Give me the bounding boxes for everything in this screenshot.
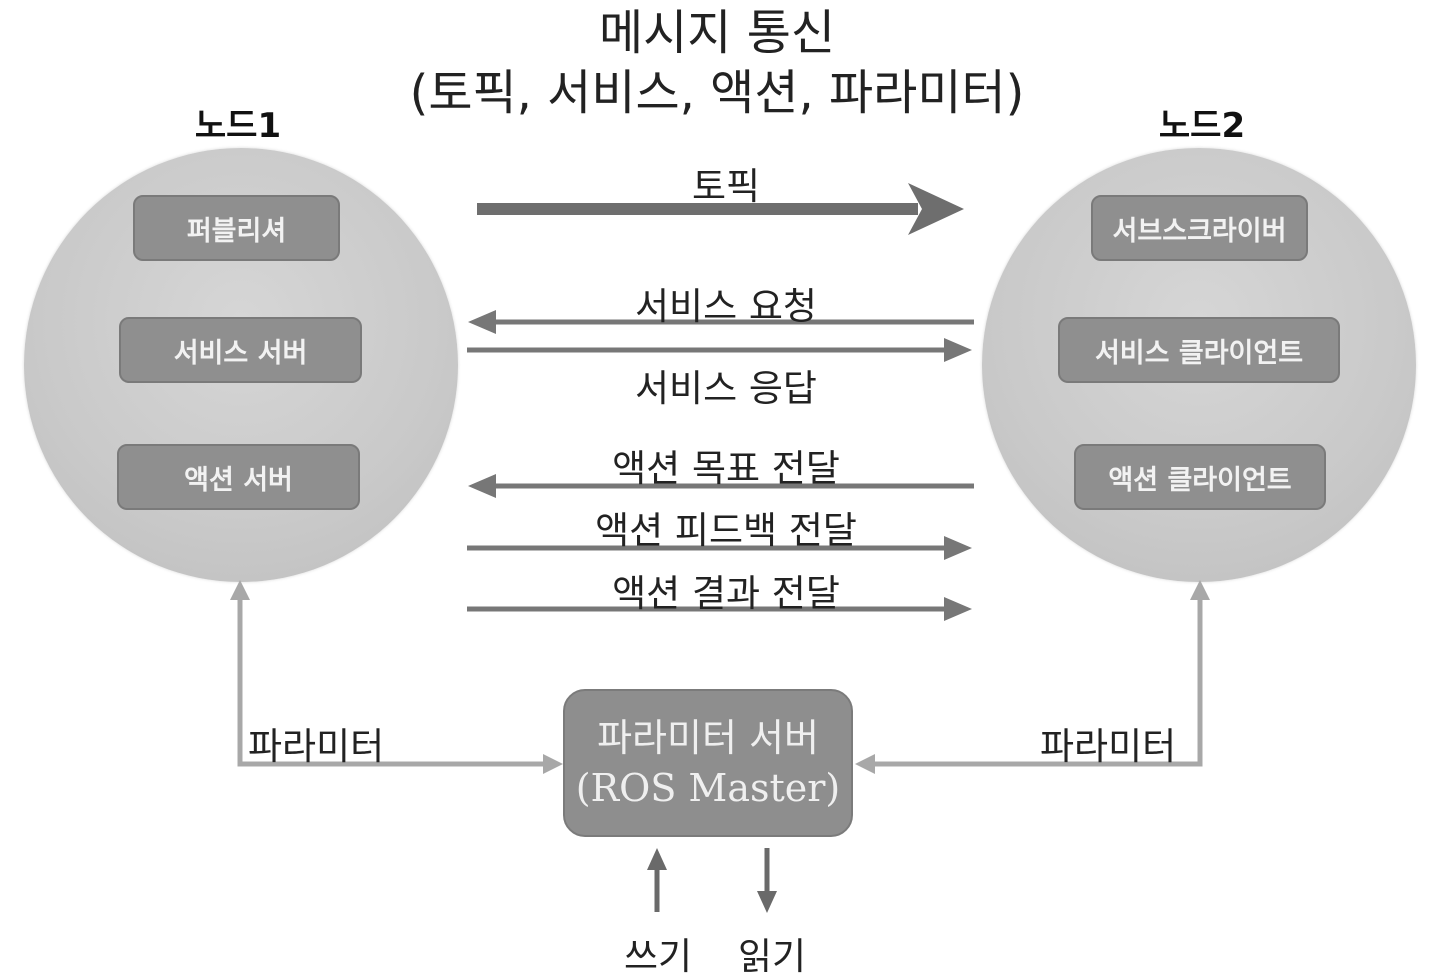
action-goal-arrow bbox=[468, 474, 974, 498]
subscriber-box: 서브스크라이버 bbox=[1091, 195, 1308, 261]
action-result-label: 액션 결과 전달 bbox=[612, 572, 840, 615]
service-response-label: 서비스 응답 bbox=[635, 367, 817, 410]
read-arrow bbox=[757, 848, 777, 913]
diagram-title-line1: 메시지 통신 bbox=[598, 5, 836, 61]
node2-label: 노드2 bbox=[1158, 106, 1246, 146]
service-request-arrow bbox=[468, 310, 974, 334]
param-left-connector bbox=[230, 580, 563, 774]
param-right-label: 파라미터 bbox=[1040, 725, 1177, 768]
param-left-label: 파라미터 bbox=[248, 725, 385, 768]
read-label: 읽기 bbox=[738, 935, 807, 978]
param-server-title: 파라미터 서버 bbox=[597, 716, 819, 760]
param-right-connector bbox=[855, 580, 1210, 774]
action-client-box: 액션 클라이언트 bbox=[1074, 444, 1326, 510]
param-server-box: 파라미터 서버 (ROS Master) bbox=[563, 689, 853, 837]
action-server-box: 액션 서버 bbox=[117, 444, 360, 510]
action-result-arrow bbox=[467, 597, 972, 621]
write-arrow bbox=[647, 848, 667, 912]
diagram-title-line2: (토픽, 서비스, 액션, 파라미터) bbox=[409, 65, 1025, 121]
service-request-label: 서비스 요청 bbox=[635, 285, 817, 328]
service-client-box: 서비스 클라이언트 bbox=[1058, 317, 1340, 383]
action-feedback-label: 액션 피드백 전달 bbox=[595, 509, 857, 552]
action-feedback-arrow bbox=[467, 536, 972, 560]
topic-label: 토픽 bbox=[691, 165, 761, 208]
topic-arrow bbox=[477, 183, 964, 235]
publisher-box: 퍼블리셔 bbox=[133, 195, 340, 261]
service-response-arrow bbox=[467, 338, 972, 362]
service-server-box: 서비스 서버 bbox=[119, 317, 362, 383]
node1-label: 노드1 bbox=[194, 106, 282, 146]
param-server-subtitle: (ROS Master) bbox=[575, 766, 841, 810]
action-goal-label: 액션 목표 전달 bbox=[612, 447, 840, 490]
write-label: 쓰기 bbox=[624, 935, 693, 978]
